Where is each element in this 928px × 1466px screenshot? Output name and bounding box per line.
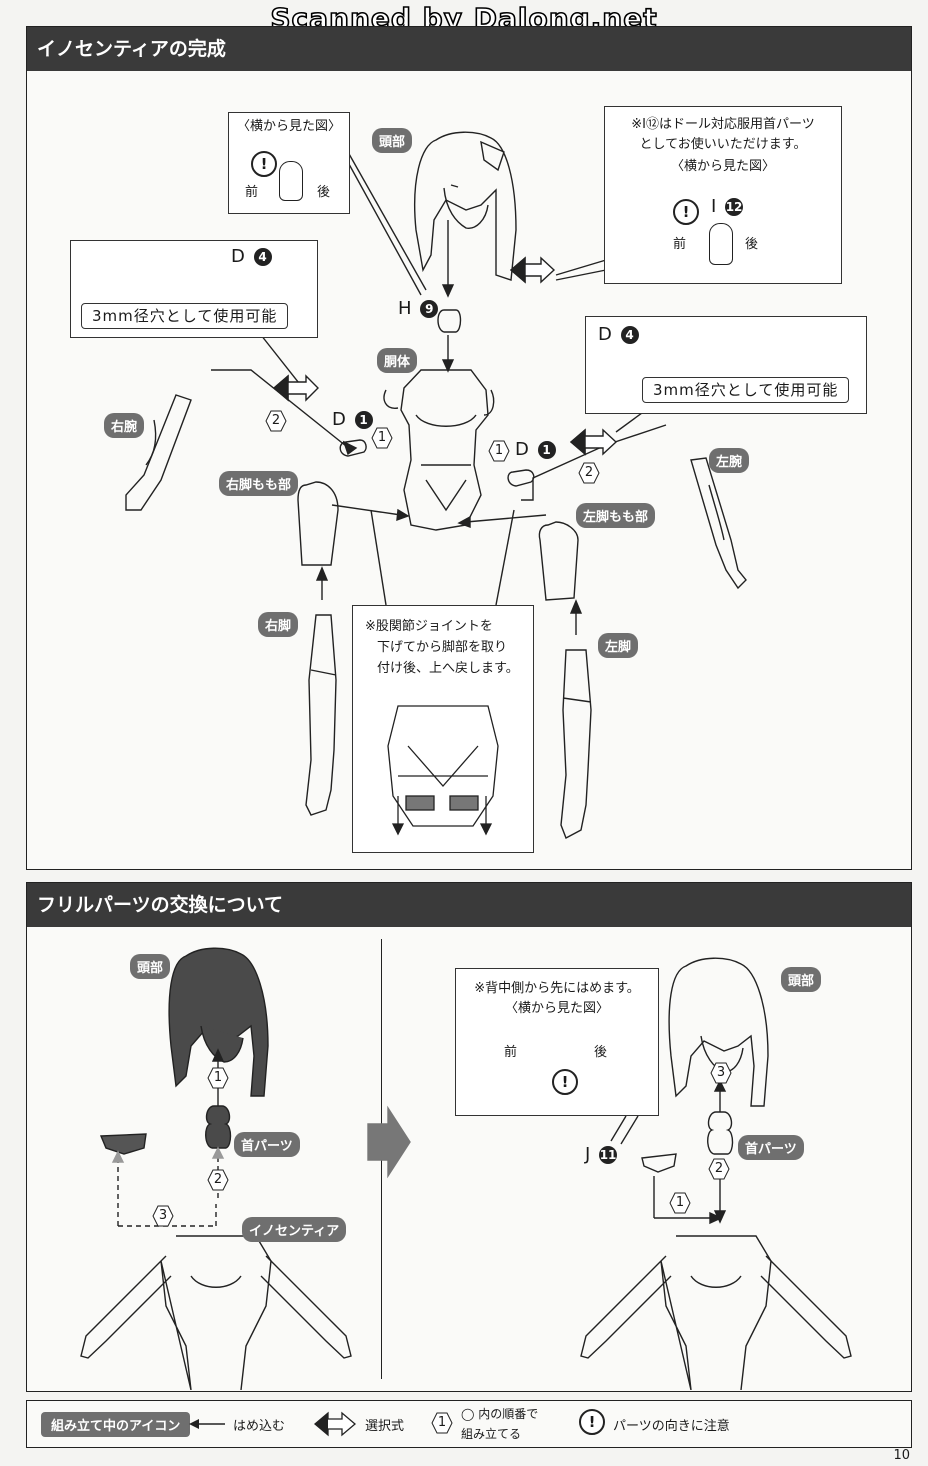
label-left-arm: 左腕 — [709, 448, 750, 473]
label-left-thigh: 左脚もも部 — [576, 503, 656, 528]
back-label: 後 — [745, 237, 759, 252]
choice-arrow-icon — [313, 1411, 357, 1437]
side-view-title: 〈横から見た図〉 — [670, 159, 775, 174]
caution-icon: ! — [552, 1069, 578, 1095]
legend-choice: 選択式 — [365, 1419, 405, 1434]
icon-legend: 組み立て中のアイコン はめ込む 選択式 1 ◯ 内の順番で 組み立てる ! パー… — [26, 1400, 912, 1448]
label-right-leg: 右脚 — [258, 612, 299, 637]
neck-silhouette — [709, 223, 733, 265]
frill-side-callout: ※背中側から先にはめます。 〈横から見た図〉 前 後 ! — [455, 968, 659, 1116]
label-body-left: イノセンティア — [242, 1217, 347, 1242]
label-left-leg: 左脚 — [598, 633, 639, 658]
section-title: イノセンティアの完成 — [27, 27, 911, 71]
left-arm-illustration — [690, 457, 747, 590]
neck-part-h9 — [437, 309, 462, 333]
step-3: 3 — [152, 1205, 174, 1227]
legend-insert: はめ込む — [233, 1419, 286, 1434]
hip-note-line3: 付け後、上へ戻します。 — [377, 661, 519, 676]
label-neck-left: 首パーツ — [234, 1132, 300, 1157]
legend-order-line1: ◯ 内の順番で — [461, 1407, 539, 1421]
right-thigh-illustration — [297, 481, 339, 566]
part-code-d1-right: D 1 — [515, 439, 556, 460]
legend-caution: パーツの向きに注意 — [613, 1419, 730, 1434]
caution-icon: ! — [673, 199, 699, 225]
part-code-d4: D 4 — [598, 325, 639, 345]
step-1-right: 1 — [488, 440, 510, 462]
label-head-left: 頭部 — [130, 954, 171, 979]
step-3: 3 — [710, 1062, 732, 1084]
insert-arrow-icon — [189, 1419, 225, 1429]
torso-illustration — [383, 369, 495, 531]
front-label: 前 — [245, 185, 259, 200]
order-icon: 1 — [431, 1412, 453, 1434]
front-label: 前 — [504, 1045, 518, 1060]
step-2-right: 2 — [578, 462, 600, 484]
part-code-h9: H 9 — [398, 298, 439, 319]
part-code-i: I 12 — [711, 196, 744, 217]
doll-note-line2: としてお使いいただけます。 — [639, 137, 807, 152]
joint-d1-left — [339, 439, 367, 457]
hip-joint-note: ※股関節ジョイントを 下げてから脚部を取り 付け後、上へ戻します。 — [352, 605, 534, 853]
left-thigh-illustration — [538, 521, 579, 601]
right-leg-illustration — [305, 614, 337, 816]
part-code-d1-left: D 1 — [332, 409, 373, 430]
head-illustration — [414, 131, 517, 281]
d4-callout-left: D 4 3mm径穴として使用可能 — [70, 240, 318, 338]
side-view-title: 〈横から見た図〉 — [504, 1001, 609, 1016]
hole-note: 3mm径穴として使用可能 — [642, 377, 850, 403]
label-head: 頭部 — [372, 128, 413, 153]
back-label: 後 — [594, 1045, 608, 1060]
neck-silhouette — [279, 161, 303, 201]
page-number: 10 — [893, 1448, 910, 1463]
side-view-callout-right: ※I⑫はドール対応服用首パーツ としてお使いいただけます。 〈横から見た図〉 !… — [604, 106, 842, 284]
step-2: 2 — [708, 1158, 730, 1180]
back-label: 後 — [317, 185, 331, 200]
hip-joint-illustration — [387, 705, 499, 836]
hip-note-line1: ※股関節ジョイントを — [365, 619, 493, 634]
caution-icon: ! — [579, 1409, 605, 1435]
side-view-callout-left: 〈横から見た図〉 ! 前 後 — [228, 112, 350, 214]
label-head-right: 頭部 — [781, 967, 822, 992]
step-1: 1 — [207, 1067, 229, 1089]
label-right-thigh: 右脚もも部 — [219, 471, 299, 496]
label-neck-right: 首パーツ — [738, 1135, 804, 1160]
legend-title: 組み立て中のアイコン — [41, 1412, 191, 1437]
part-code-d4: D 4 — [231, 247, 272, 267]
assembly-diagram — [125, 131, 747, 839]
frill-diagram — [80, 947, 852, 1390]
section-title: フリルパーツの交換について — [27, 883, 911, 927]
caution-icon: ! — [251, 151, 277, 177]
joint-d1-right — [507, 469, 535, 487]
legend-order: ◯ 内の順番で 組み立てる — [461, 1404, 538, 1444]
back-first-note: ※背中側から先にはめます。 — [474, 981, 640, 996]
front-label: 前 — [673, 237, 687, 252]
d4-callout-right: D 4 3mm径穴として使用可能 — [585, 316, 867, 414]
step-2-left: 2 — [265, 410, 287, 432]
legend-order-line2: 組み立てる — [461, 1427, 522, 1441]
side-view-title: 〈横から見た図〉 — [236, 119, 341, 134]
hole-note: 3mm径穴として使用可能 — [81, 303, 289, 329]
right-arm-illustration — [125, 394, 192, 511]
label-right-arm: 右腕 — [104, 413, 145, 438]
step-1: 1 — [669, 1192, 691, 1214]
doll-note-line1: ※I⑫はドール対応服用首パーツ — [631, 117, 815, 132]
left-leg-illustration — [560, 649, 592, 839]
step-2: 2 — [207, 1169, 229, 1191]
step-1-left: 1 — [371, 427, 393, 449]
label-torso: 胴体 — [377, 348, 418, 373]
part-code-j11: J 11 — [585, 1144, 618, 1165]
hip-note-line2: 下げてから脚部を取り — [377, 640, 508, 655]
